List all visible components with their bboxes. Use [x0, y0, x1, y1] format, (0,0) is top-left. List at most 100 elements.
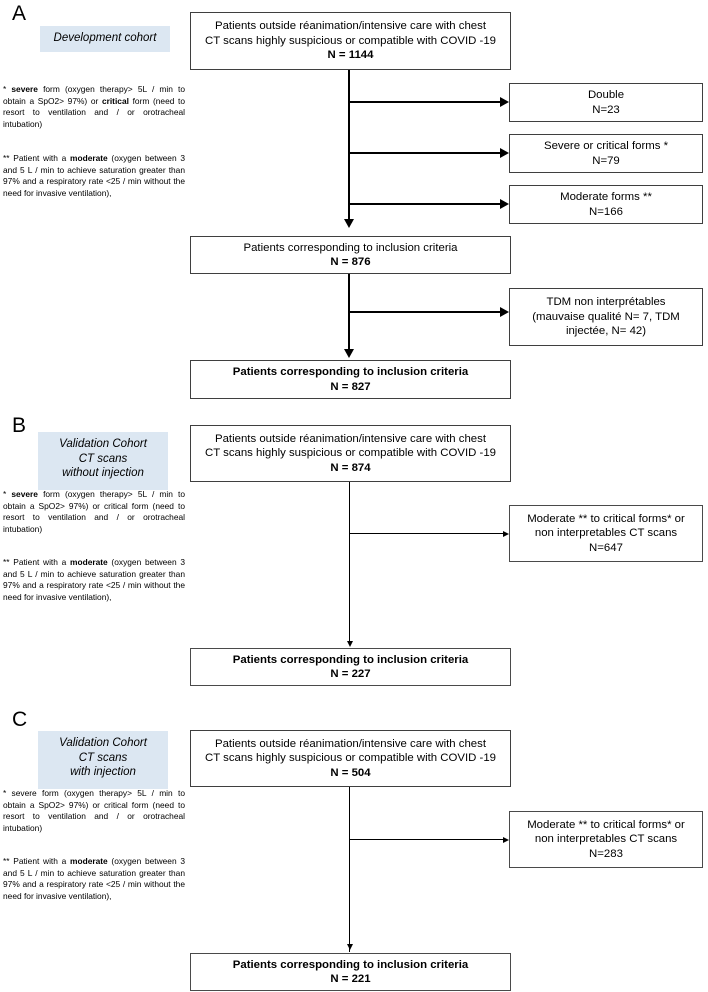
footnote-star-tail: form (need to resort to ventilation and … [3, 95, 185, 129]
footnote-severe-bold: severe [11, 84, 38, 94]
panel-a-mid-box: Patients corresponding to inclusion crit… [190, 236, 511, 274]
panel-a-final-box-count: N = 827 [330, 380, 371, 393]
panel-b-branch-line [349, 533, 506, 535]
panel-a-cohort-label: Development cohort [40, 26, 170, 52]
panel-b-cohort-label-line1: Validation Cohort [59, 438, 147, 450]
panel-a-branch-tdm-line [348, 311, 504, 314]
footnote-dstar-prefix: ** Patient with a [3, 557, 71, 567]
panel-a-top-box: Patients outside réanimation/intensive c… [190, 12, 511, 70]
panel-c-exclusion-line1: Moderate ** to critical forms* or [527, 818, 685, 831]
footnote-dstar-prefix: ** Patient with a [3, 856, 71, 866]
panel-b-exclusion-line1: Moderate ** to critical forms* or [527, 512, 685, 525]
panel-c-branch-line [349, 839, 506, 841]
footnote-critical-bold: critical [101, 95, 129, 106]
panel-b-exclusion-box: Moderate ** to critical forms* or non in… [509, 505, 703, 562]
panel-a-exclusion-box-3: Moderate forms ** N=166 [509, 185, 703, 224]
panel-a-branch2-line [348, 152, 504, 155]
panel-b-exclusion-count: N=647 [589, 541, 623, 554]
panel-c-final-box: Patients corresponding to inclusion crit… [190, 953, 511, 991]
footnote-dstar-tail: (oxygen between 3 and 5 L / min to achie… [3, 557, 185, 602]
panel-c-cohort-label-line2: CT scans [78, 751, 128, 764]
panel-b-branch-arrowhead [503, 530, 509, 537]
footnote-moderate-bold: moderate [70, 856, 108, 866]
panel-c-footnote-severe: * severe form (oxygen therapy> 5L / min … [3, 788, 185, 833]
panel-c-trunk-line [349, 787, 351, 952]
panel-a-branch1-arrowhead [500, 97, 509, 107]
panel-b-letter: B [12, 414, 27, 437]
panel-b-top-box-line1: Patients outside réanimation/intensive c… [215, 432, 486, 445]
panel-a-exclusion-box-tdm: TDM non interprétables (mauvaise qualité… [509, 288, 703, 346]
panel-a-exclusion-3-label: Moderate forms ** [560, 191, 652, 204]
panel-a-top-box-line1: Patients outside réanimation/intensive c… [215, 20, 486, 33]
panel-a-footnote-severe: * severe form (oxygen therapy> 5L / min … [3, 84, 185, 130]
footnote-dstar-tail: (oxygen between 3 and 5 L / min to achie… [3, 153, 185, 198]
footnote-moderate-bold: moderate [70, 557, 108, 567]
panel-a-branch1-line [348, 101, 504, 104]
panel-a-branch3-line [348, 203, 504, 206]
panel-c-top-box-line2: CT scans highly suspicious or compatible… [204, 752, 496, 765]
panel-b-exclusion-line2: non interpretables CT scans [534, 527, 678, 540]
panel-b-top-box: Patients outside réanimation/intensive c… [190, 425, 511, 482]
panel-a-trunk-arrowhead [344, 219, 354, 228]
panel-c-exclusion-line2: non interpretables CT scans [534, 833, 678, 846]
panel-b-trunk-line [349, 482, 351, 645]
panel-c-footnote-moderate: ** Patient with a moderate (oxygen betwe… [3, 856, 185, 902]
panel-c-cohort-label-line1: Validation Cohort [59, 737, 147, 749]
panel-a-trunk-line [348, 70, 351, 221]
footnote-star-mid-plain: form (oxygen therapy> 5L / min to obtain… [3, 489, 185, 511]
panel-a-top-box-count: N = 1144 [327, 49, 374, 62]
panel-b-top-box-line2: CT scans highly suspicious or compatible… [204, 447, 496, 460]
panel-a-mid-box-count: N = 876 [330, 256, 371, 268]
panel-a-exclusion-3-count: N=166 [589, 205, 623, 218]
panel-b-cohort-label: Validation Cohort CT scans without injec… [38, 432, 168, 490]
panel-c-branch-arrowhead [503, 836, 509, 843]
panel-c-exclusion-box: Moderate ** to critical forms* or non in… [509, 811, 703, 868]
footnote-dstar-tail: (oxygen between 3 and 5 L / min to achie… [3, 856, 185, 901]
panel-a-exclusion-box-2: Severe or critical forms * N=79 [509, 134, 703, 173]
panel-a-final-box: Patients corresponding to inclusion crit… [190, 360, 511, 399]
footnote-dstar-prefix: ** Patient with a [3, 153, 71, 163]
panel-b-final-box-count: N = 227 [330, 668, 371, 680]
panel-c-trunk-arrowhead [346, 944, 353, 950]
panel-a-tdm-line2: (mauvaise qualité N= 7, TDM [532, 310, 680, 323]
panel-b-final-box-label: Patients corresponding to inclusion crit… [232, 653, 469, 666]
panel-c-top-box: Patients outside réanimation/intensive c… [190, 730, 511, 787]
panel-c-letter: C [12, 708, 28, 731]
panel-a-trunk2-arrowhead [344, 349, 354, 358]
panel-a-letter: A [12, 2, 27, 25]
panel-b-top-box-count: N = 874 [330, 461, 371, 474]
panel-a-branch-tdm-arrowhead [500, 307, 509, 317]
panel-a-branch2-arrowhead [500, 148, 509, 158]
panel-a-exclusion-1-count: N=23 [592, 103, 620, 116]
panel-c-final-box-count: N = 221 [330, 973, 371, 985]
panel-a-exclusion-2-count: N=79 [592, 154, 620, 167]
panel-b-footnote-moderate: ** Patient with a moderate (oxygen betwe… [3, 557, 185, 603]
panel-b-cohort-label-line3: without injection [62, 467, 144, 479]
panel-a-final-box-label: Patients corresponding to inclusion crit… [232, 366, 469, 379]
panel-b-cohort-label-line2: CT scans [78, 452, 128, 465]
panel-c-exclusion-count: N=283 [589, 847, 623, 860]
panel-b-final-box: Patients corresponding to inclusion crit… [190, 648, 511, 686]
panel-c-top-box-count: N = 504 [330, 766, 371, 779]
footnote-star-prefix: * [3, 489, 12, 499]
panel-b-footnote-severe: * severe form (oxygen therapy> 5L / min … [3, 489, 185, 535]
footnote-star-tail: form (need to resort to ventilation and … [3, 500, 185, 534]
footnote-star-prefix: * [3, 84, 12, 94]
panel-c-cohort-label-line3: with injection [70, 766, 136, 778]
panel-c-top-box-line1: Patients outside réanimation/intensive c… [215, 737, 486, 750]
panel-b-trunk-arrowhead [346, 641, 353, 647]
panel-c-cohort-label: Validation Cohort CT scans with injectio… [38, 731, 168, 789]
panel-a-tdm-line3: injectée, N= 42) [565, 325, 647, 338]
panel-c-final-box-label: Patients corresponding to inclusion crit… [232, 958, 469, 971]
footnote-moderate-bold: moderate [70, 153, 108, 163]
panel-a-exclusion-1-label: Double [587, 89, 625, 102]
panel-a-exclusion-2-label: Severe or critical forms * [543, 140, 669, 153]
panel-a-exclusion-box-1: Double N=23 [509, 83, 703, 122]
panel-a-mid-box-label: Patients corresponding to inclusion crit… [243, 241, 458, 254]
panel-a-top-box-line2: CT scans highly suspicious or compatible… [204, 34, 496, 47]
footnote-star-mid: form (oxygen therapy> 5L / min to obtain… [3, 84, 185, 106]
footnote-severe-bold: severe [11, 489, 38, 499]
panel-a-footnote-moderate: ** Patient with a moderate (oxygen betwe… [3, 153, 185, 199]
panel-a-branch3-arrowhead [500, 199, 509, 209]
footnote-critical-plain: critical [103, 500, 128, 511]
